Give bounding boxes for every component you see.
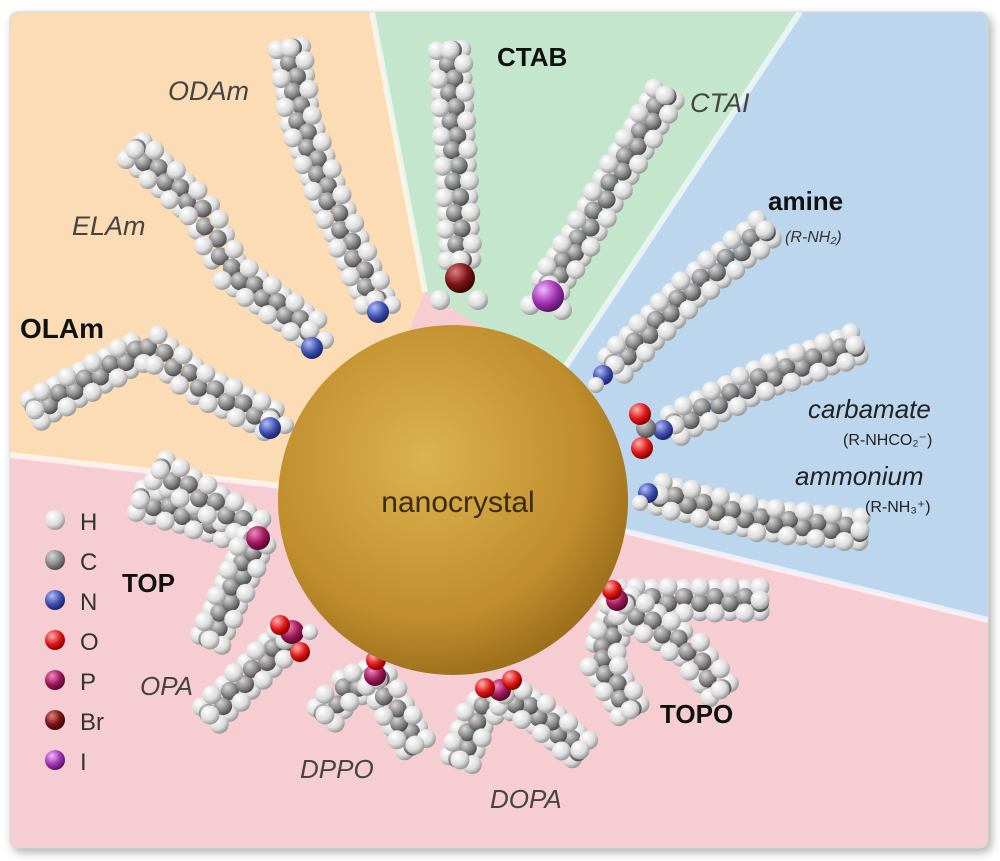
legend-item: C: [45, 549, 97, 576]
label-top: TOP: [122, 568, 175, 598]
label-ctab: CTAB: [497, 42, 567, 72]
label-dppo: DPPO: [300, 754, 374, 784]
label-dopa: DOPA: [490, 784, 562, 814]
label-carbamate: carbamate: [808, 394, 931, 424]
legend-item: P: [45, 669, 96, 696]
label-amine: amine: [768, 186, 843, 216]
label-ammonium: ammonium: [795, 461, 924, 491]
molecule-ctab: [427, 39, 488, 310]
molecule-odam: [267, 36, 401, 323]
label-olam: OLAm: [20, 313, 104, 344]
legend-label: N: [80, 589, 97, 616]
legend-item: Br: [45, 709, 104, 736]
molecule-elam: [116, 131, 334, 359]
molecule-carbamate: [629, 323, 869, 459]
legend-swatch-br: [45, 710, 65, 730]
nanocrystal-sphere: [278, 325, 628, 675]
legend-item: H: [45, 509, 97, 536]
molecule-topo-c: [602, 580, 739, 708]
molecule-opa: [192, 615, 318, 734]
label-topo: TOPO: [660, 699, 733, 729]
label-ctai: CTAI: [690, 88, 750, 118]
molecule-dopa-b: [475, 670, 599, 769]
legend-swatch-i: [45, 750, 65, 770]
molecule-dppo-b: [357, 650, 436, 761]
legend-label: Br: [80, 709, 104, 736]
legend-label: I: [80, 749, 87, 776]
legend-swatch-o: [45, 630, 65, 650]
sector-amine-species: [560, 12, 988, 620]
label-ammonium-formula: (R-NH₃⁺): [865, 499, 931, 516]
legend-item: N: [45, 589, 97, 616]
molecule-amine: [588, 210, 782, 393]
legend-label: P: [80, 669, 96, 696]
molecule-top-c: [189, 525, 277, 655]
legend-swatch-c: [45, 550, 65, 570]
label-carbamate-formula: (R-NHCO₂⁻): [843, 432, 932, 449]
legend-swatch-p: [45, 670, 65, 690]
legend-item: O: [45, 629, 99, 656]
molecule-ctai: [520, 78, 685, 320]
legend-label: H: [80, 509, 97, 536]
molecule-olam: [19, 325, 294, 442]
legend-label: O: [80, 629, 99, 656]
element-legend: H C N O P Br I: [45, 509, 104, 776]
legend-swatch-n: [45, 590, 65, 610]
legend-swatch-h: [45, 510, 65, 530]
label-opa: OPA: [140, 671, 193, 701]
molecule-ammonium: [632, 472, 871, 552]
panel-border: [9, 11, 989, 849]
label-elam: ELAm: [72, 211, 146, 241]
legend-label: C: [80, 549, 97, 576]
nanocrystal-label: nanocrystal: [381, 486, 534, 519]
legend-item: I: [45, 749, 87, 776]
label-amine-formula: (R-NH₂): [785, 229, 842, 246]
label-odam: ODAm: [168, 76, 249, 106]
